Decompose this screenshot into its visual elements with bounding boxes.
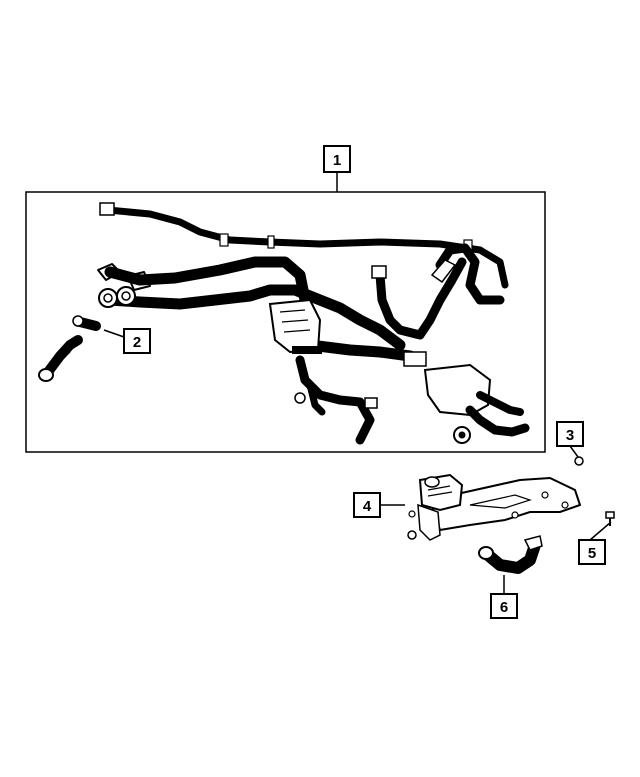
leader-line-5 — [589, 521, 612, 541]
callout-1[interactable]: 1 — [323, 145, 351, 173]
assembly-frame — [25, 191, 546, 453]
hose-connectors[interactable] — [38, 315, 101, 382]
callout-5-label: 5 — [588, 545, 596, 562]
callout-1-label: 1 — [333, 152, 341, 169]
callout-4-label: 4 — [363, 498, 372, 515]
callout-6[interactable]: 6 — [490, 593, 518, 619]
auxiliary-water-pump-with-bracket[interactable] — [407, 473, 582, 541]
pump-hose[interactable] — [478, 535, 543, 574]
callout-2[interactable]: 2 — [123, 328, 151, 354]
callout-6-label: 6 — [500, 599, 508, 616]
coolant-hose-assembly[interactable] — [97, 202, 530, 445]
callout-3-label: 3 — [566, 427, 574, 444]
clip[interactable] — [574, 456, 584, 466]
callout-3[interactable]: 3 — [556, 421, 584, 447]
callout-5[interactable]: 5 — [578, 539, 606, 565]
leader-line-2 — [103, 329, 125, 338]
bolt[interactable] — [605, 511, 615, 526]
callout-2-label: 2 — [133, 334, 141, 351]
leader-line-3 — [569, 445, 579, 458]
callout-4[interactable]: 4 — [353, 492, 381, 518]
